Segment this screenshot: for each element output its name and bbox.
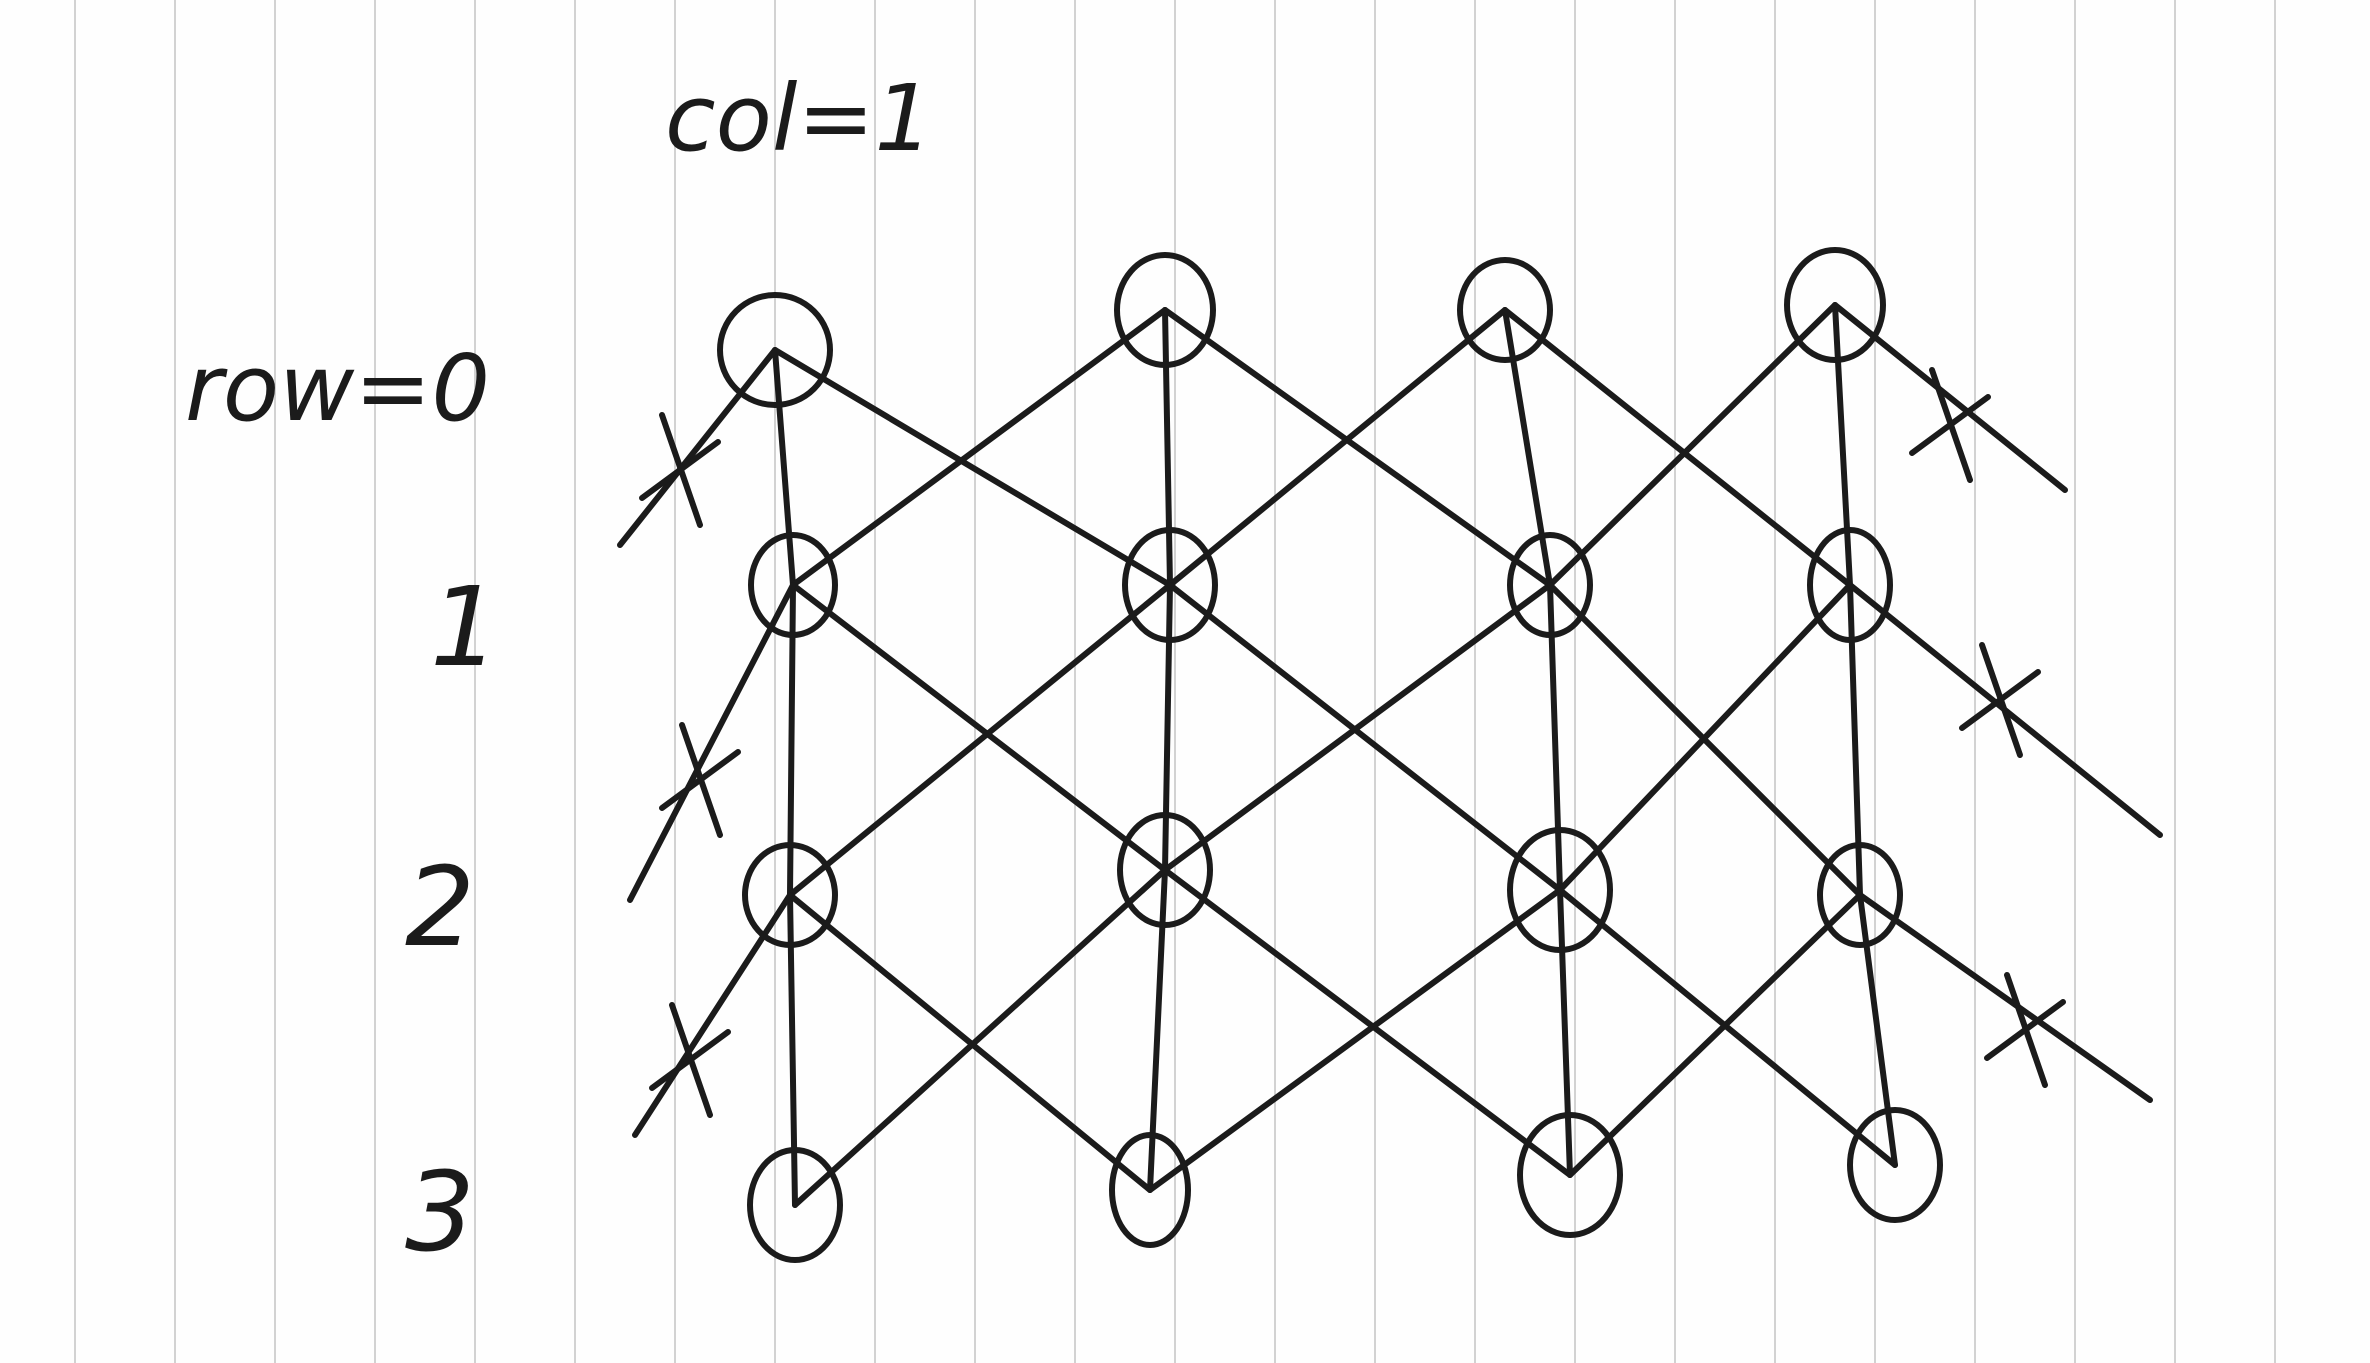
row-label-3: 3	[405, 1148, 475, 1276]
edge-line	[1147, 867, 1168, 1193]
edge-line	[790, 307, 1168, 588]
edge-line	[1502, 307, 1553, 588]
edge-line	[792, 867, 1168, 1208]
cross-mark	[649, 1002, 731, 1118]
edge-line	[1567, 892, 1863, 1178]
edge-line	[1162, 307, 1553, 588]
edge-line	[1547, 582, 1563, 893]
edge-line	[787, 582, 796, 898]
node-r1-c3	[1807, 527, 1893, 643]
edge-line	[787, 892, 798, 1208]
edge-line	[1832, 302, 1853, 588]
edge-line	[787, 892, 1153, 1193]
node-r3-c3	[1847, 1107, 1943, 1223]
edge-line	[1557, 887, 1573, 1178]
edge-line	[1857, 892, 2153, 1103]
node-r3-c1	[1109, 1132, 1191, 1248]
node-r3-c0	[747, 1147, 843, 1263]
node-r1-c1	[1122, 527, 1218, 643]
node-r0-c0	[717, 292, 833, 408]
cross-mark	[1959, 642, 2041, 758]
row-number-0: 0	[431, 335, 490, 442]
edge-line	[1557, 582, 1853, 893]
edge-line	[1162, 307, 1173, 588]
edge-line	[1147, 887, 1563, 1193]
edge-line	[617, 347, 778, 548]
node-r1-c0	[748, 532, 838, 638]
edge-line	[1162, 582, 1173, 873]
node-r0-c1	[1114, 252, 1216, 368]
cross-mark	[659, 722, 741, 838]
edge-line	[1167, 582, 1563, 893]
grid-nodes	[717, 247, 1943, 1263]
edge-line	[1547, 302, 1838, 588]
dead-end-crosses	[639, 367, 2066, 1118]
column-label: col=1	[665, 65, 933, 172]
row-label-2: 2	[405, 843, 475, 971]
node-r3-c2	[1517, 1112, 1623, 1238]
cross-mark	[1984, 972, 2066, 1088]
edge-line	[632, 892, 793, 1138]
edge-line	[787, 582, 1173, 898]
row-label-1: 1	[430, 563, 500, 691]
edge-line	[1162, 867, 1573, 1178]
edge-line	[1162, 582, 1553, 873]
edge-line	[772, 347, 1173, 588]
node-r2-c2	[1507, 827, 1613, 953]
node-r2-c1	[1117, 812, 1213, 928]
edge-line	[1502, 307, 1853, 588]
edge-line	[790, 582, 1168, 873]
node-r2-c3	[1817, 842, 1903, 948]
node-r2-c0	[742, 842, 838, 948]
edge-line	[772, 347, 796, 588]
row-prefix: row=	[185, 335, 431, 442]
cross-mark	[639, 412, 721, 528]
node-r0-c3	[1784, 247, 1886, 363]
node-r1-c2	[1507, 532, 1593, 638]
edge-line	[1857, 892, 1898, 1168]
edge-line	[627, 582, 796, 903]
edge-line	[1832, 302, 2068, 493]
node-r0-c2	[1457, 257, 1553, 363]
notebook-rule-lines	[74, 0, 2276, 1363]
row-label-0: row=0	[185, 335, 490, 442]
edge-line	[1557, 887, 1898, 1168]
edge-line	[1167, 307, 1508, 588]
cross-mark	[1909, 367, 1991, 483]
